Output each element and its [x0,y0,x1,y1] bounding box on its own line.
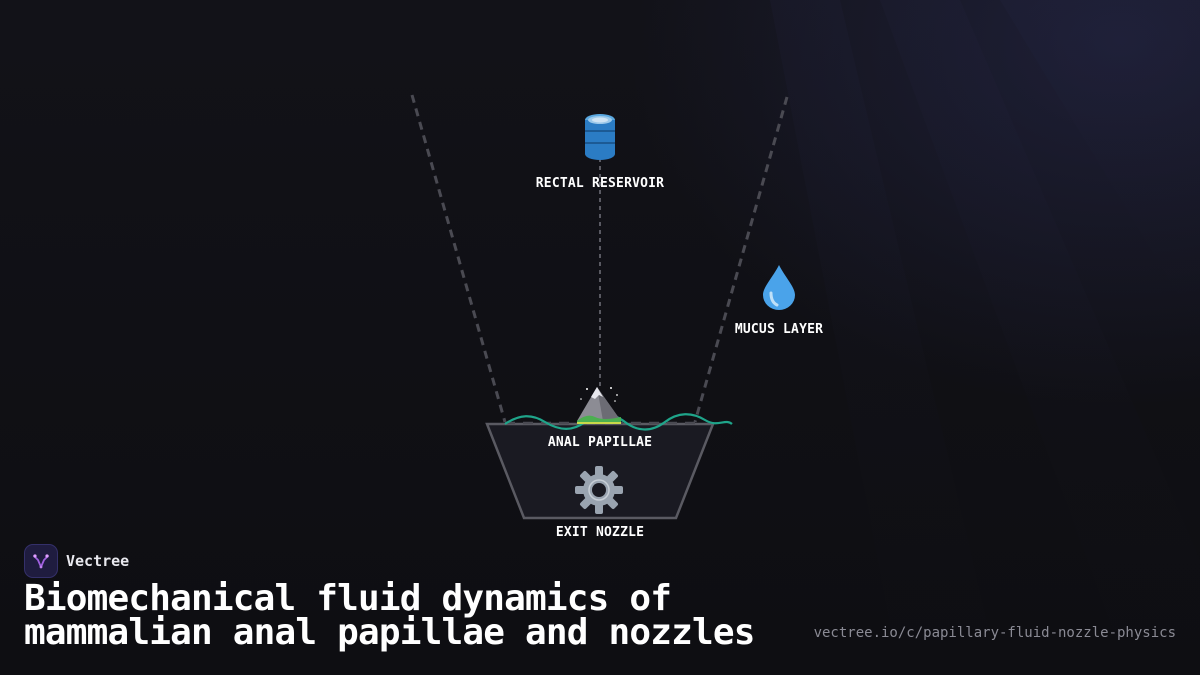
page-title: Biomechanical fluid dynamics of mammalia… [24,581,804,653]
vectree-logo-icon [24,544,58,578]
source-url[interactable]: vectree.io/c/papillary-fluid-nozzle-phys… [813,625,1176,641]
barrel-icon [584,112,616,165]
title-line-2: mammalian anal papillae and nozzles [24,612,755,653]
mucus-label: MUCUS LAYER [734,322,824,337]
reservoir-label: RECTAL RESERVOIR [535,176,665,191]
brand[interactable]: Vectree [24,544,129,578]
gear-icon [574,465,624,518]
right-funnel-line [693,96,789,423]
title-line-1: Biomechanical fluid dynamics of [24,578,672,619]
papillae-label: ANAL PAPILLAE [547,435,653,450]
fluid-wave [504,413,733,431]
droplet-icon [761,263,797,314]
nozzle-label: EXIT NOZZLE [555,525,645,540]
brand-name: Vectree [66,552,130,570]
mountain-icon [575,383,623,428]
left-funnel-line [410,94,507,423]
